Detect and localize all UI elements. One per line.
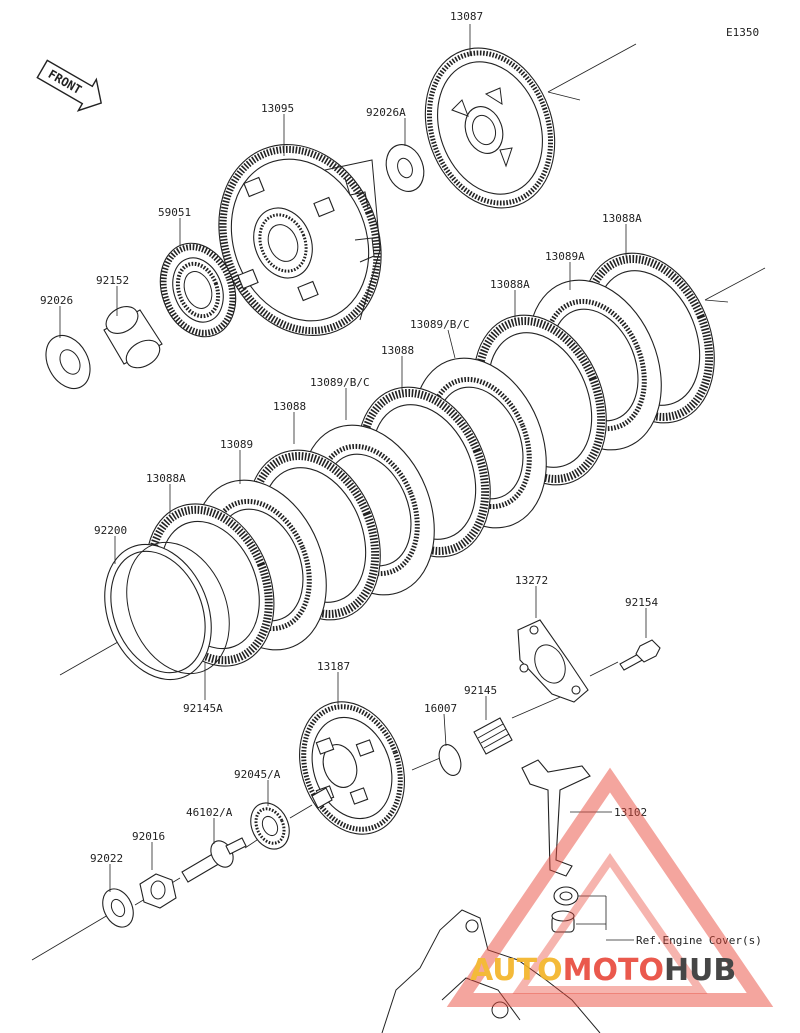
label-92022: 92022 bbox=[90, 852, 123, 865]
part-13087-pressure-plate bbox=[424, 47, 556, 209]
front-arrow-icon: FRONT bbox=[36, 59, 102, 112]
label-13187: 13187 bbox=[317, 660, 350, 673]
part-92022-washer bbox=[102, 888, 134, 928]
label-13088A-low: 13088A bbox=[146, 472, 186, 485]
label-59051: 59051 bbox=[158, 206, 191, 219]
label-13089BC-lower: 13089/B/C bbox=[310, 376, 370, 389]
label-92200: 92200 bbox=[94, 524, 127, 537]
part-92026A-washer bbox=[385, 144, 425, 192]
part-92045A-bearing bbox=[250, 802, 290, 850]
label-13272: 13272 bbox=[515, 574, 548, 587]
label-13088-upper: 13088 bbox=[381, 344, 414, 357]
label-13089: 13089 bbox=[220, 438, 253, 451]
label-92154: 92154 bbox=[625, 596, 658, 609]
part-92152-sleeve bbox=[103, 306, 163, 369]
label-92026: 92026 bbox=[40, 294, 73, 307]
clutch-plate-stack bbox=[145, 252, 715, 667]
part-13272-lifter-plate bbox=[517, 619, 589, 703]
part-92145A-ring bbox=[126, 541, 230, 675]
label-92045A: 92045/A bbox=[234, 768, 281, 781]
part-13187-clutch-hub bbox=[299, 701, 405, 835]
watermark-part1: AUTO bbox=[470, 953, 563, 988]
label-13088-lower: 13088 bbox=[273, 400, 306, 413]
label-92145A: 92145A bbox=[183, 702, 223, 715]
label-92145: 92145 bbox=[464, 684, 497, 697]
label-13087: 13087 bbox=[450, 10, 483, 23]
leader-lines bbox=[59, 24, 647, 941]
label-92016: 92016 bbox=[132, 830, 165, 843]
label-92152: 92152 bbox=[96, 274, 129, 287]
part-92026-washer bbox=[45, 335, 91, 389]
part-13095-clutch-housing bbox=[218, 144, 382, 336]
label-13095: 13095 bbox=[261, 102, 294, 115]
part-46102A-push-rod bbox=[181, 837, 247, 883]
part-92016-nut bbox=[139, 873, 177, 909]
diagram-code: E1350 bbox=[726, 26, 759, 39]
part-labels: 13087 92026A 13095 59051 92152 92026 130… bbox=[40, 10, 762, 947]
watermark-logo: AUTOMOTOHUB bbox=[446, 767, 774, 1007]
part-92200-spring-ring bbox=[104, 543, 212, 681]
part-16007-circlip bbox=[438, 744, 462, 776]
watermark-part3: HUB bbox=[664, 953, 736, 988]
part-59051-gear bbox=[159, 242, 237, 338]
label-46102A: 46102/A bbox=[186, 806, 233, 819]
plate-13088A-mid bbox=[473, 314, 607, 486]
part-92145-spring bbox=[473, 717, 513, 755]
label-13088A-top: 13088A bbox=[602, 212, 642, 225]
part-92154-bolt bbox=[619, 639, 661, 671]
label-13089BC-upper: 13089/B/C bbox=[410, 318, 470, 331]
ref-engine-cover-note: Ref.Engine Cover(s) bbox=[636, 934, 762, 947]
label-13088A-mid: 13088A bbox=[490, 278, 530, 291]
watermark-triangle-icon bbox=[446, 767, 774, 1007]
engine-cover-fragment bbox=[381, 909, 601, 1033]
label-92026A: 92026A bbox=[366, 106, 406, 119]
label-16007: 16007 bbox=[424, 702, 457, 715]
watermark-part2: MOTO bbox=[563, 953, 664, 988]
watermark-text: AUTOMOTOHUB bbox=[470, 953, 736, 988]
label-13089A: 13089A bbox=[545, 250, 585, 263]
label-13102: 13102 bbox=[614, 806, 647, 819]
